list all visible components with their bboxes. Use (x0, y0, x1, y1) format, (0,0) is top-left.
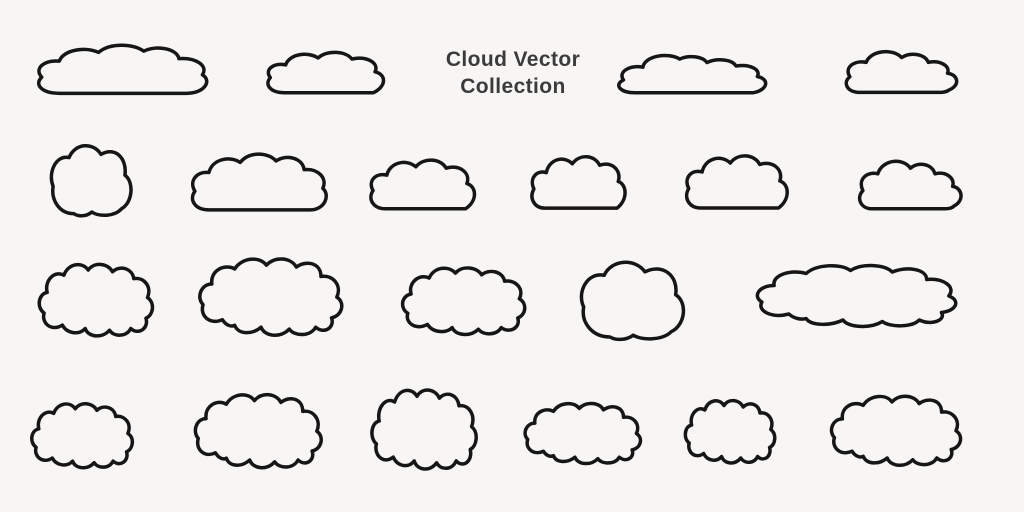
cloud-icon-row4-3 (368, 383, 508, 478)
cloud-icon-row2-3 (362, 150, 500, 220)
cloud-icon-row2-5 (678, 145, 812, 220)
cloud-icon-row3-2 (196, 252, 372, 346)
cloud-icon-row4-6 (828, 390, 988, 475)
cloud-icon-row4-5 (682, 395, 802, 470)
collection-title: Cloud Vector Collection (418, 46, 608, 101)
cloud-icon-row3-4 (572, 256, 718, 344)
collection-title-line1: Cloud Vector (445, 48, 581, 71)
cloud-icon-row2-4 (524, 146, 648, 220)
cloud-icon-row3-3 (398, 262, 562, 342)
cloud-icon-row3-5 (752, 260, 998, 335)
collection-title-line2: Collection (460, 75, 566, 99)
cloud-icon-row2-6 (852, 150, 988, 220)
cloud-icon-row4-4 (522, 398, 665, 472)
cloud-icon-row2-1 (44, 140, 158, 220)
cloud-icon-row4-1 (28, 398, 163, 475)
cloud-icon-row1-3 (608, 44, 802, 102)
cloud-icon-row1-4 (838, 42, 986, 102)
cloud-icon-row1-2 (258, 44, 412, 102)
cloud-icon-row4-2 (192, 388, 348, 478)
cloud-icon-row3-1 (35, 258, 187, 344)
cloud-icon-row2-2 (184, 148, 340, 220)
cloud-icon-row1-1 (28, 40, 224, 102)
